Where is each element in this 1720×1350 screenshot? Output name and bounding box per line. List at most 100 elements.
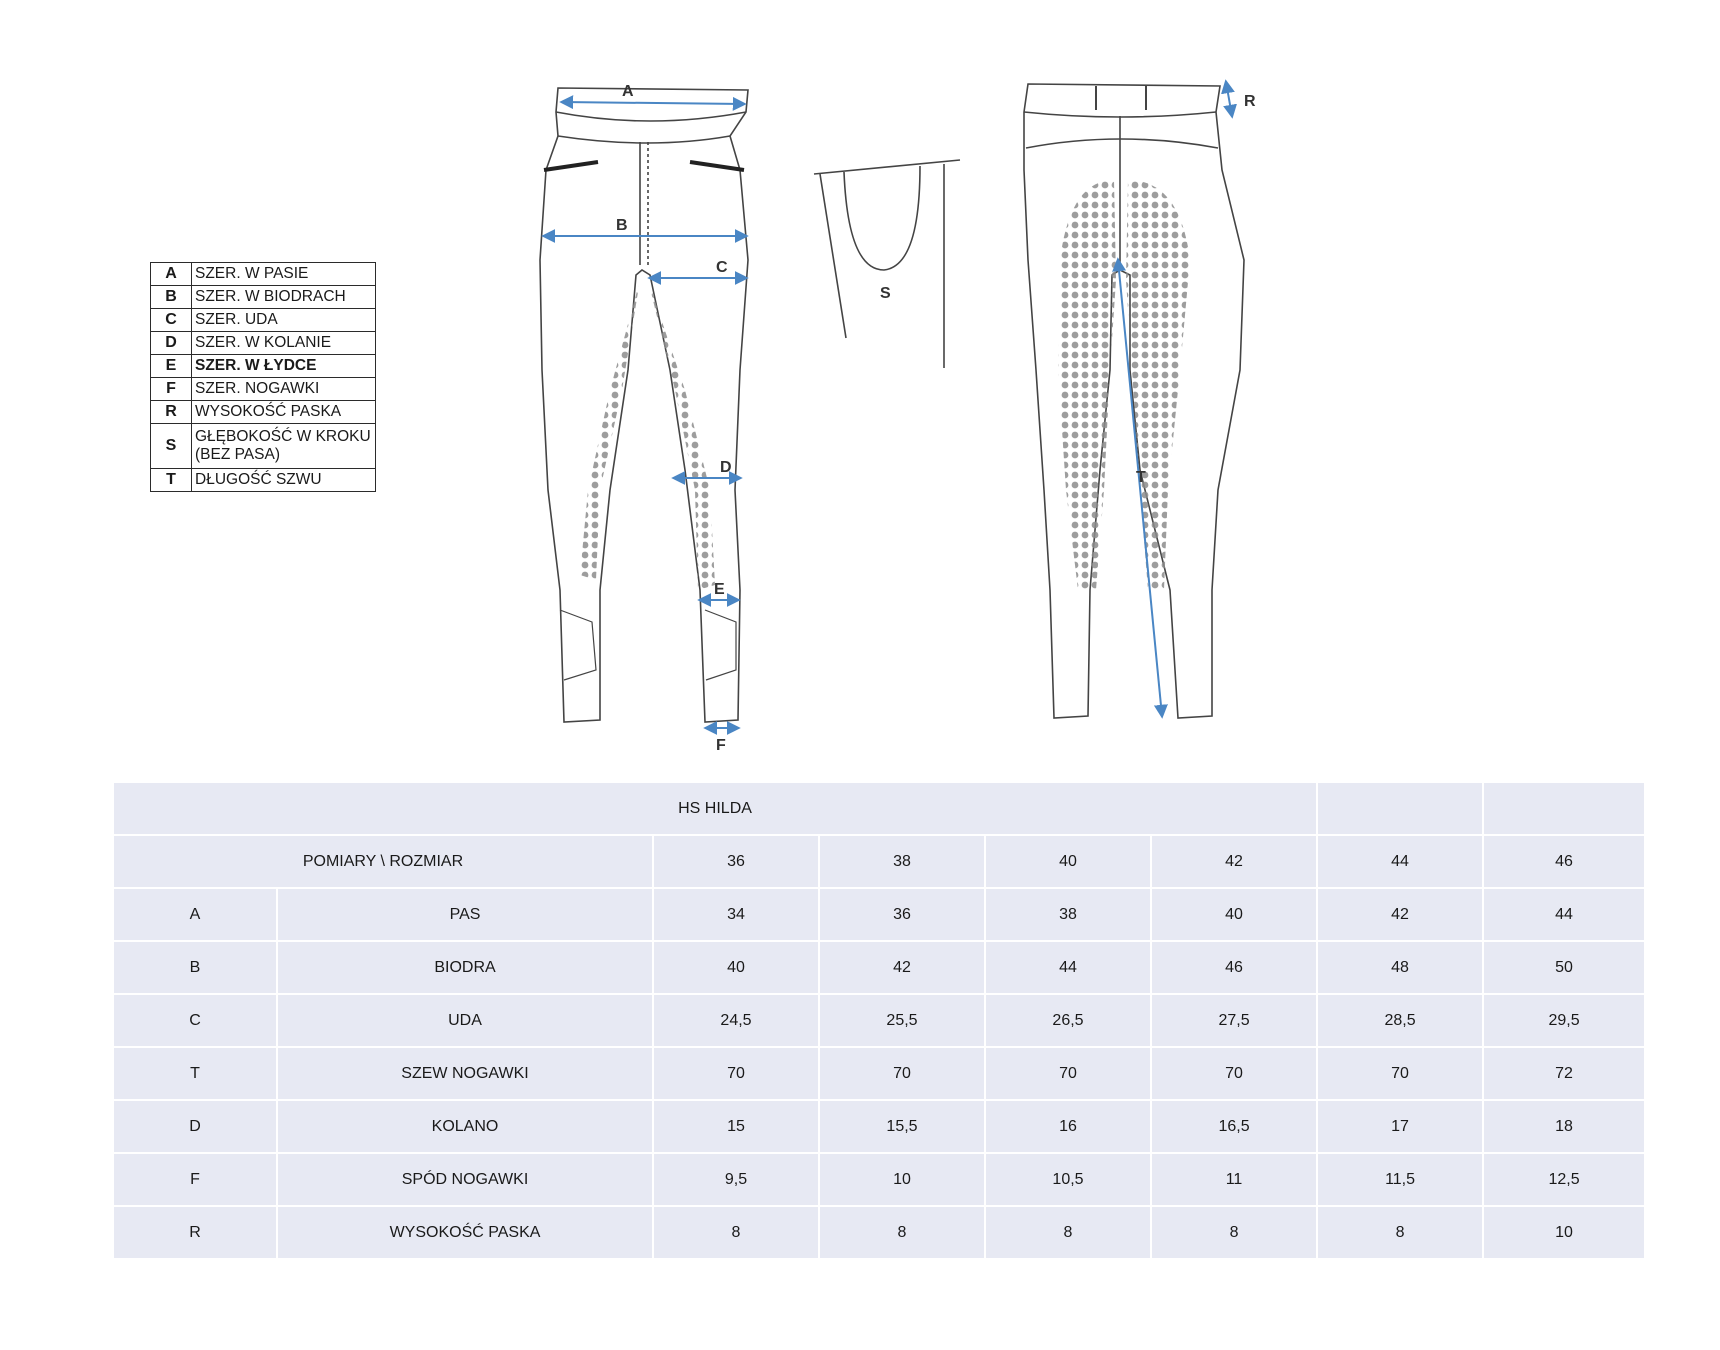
value-cell: 70 <box>1316 1046 1485 1101</box>
label-s: S <box>880 285 891 302</box>
value-cell: 44 <box>1482 887 1647 942</box>
value-cell: 24,5 <box>652 993 820 1048</box>
table-row: B BIODRA 40 42 44 46 48 50 <box>112 940 1647 995</box>
value-cell: 42 <box>1316 887 1485 942</box>
legend-label: SZER. W PASIE <box>191 262 376 286</box>
row-code: R <box>112 1205 278 1260</box>
row-name: KOLANO <box>276 1099 654 1154</box>
value-cell: 15 <box>652 1099 820 1154</box>
label-c: C <box>716 259 728 276</box>
table-row: A PAS 34 36 38 40 42 44 <box>112 887 1647 942</box>
legend-code: R <box>150 400 192 424</box>
size-header: 46 <box>1482 834 1647 889</box>
size-header: 36 <box>652 834 820 889</box>
value-cell: 27,5 <box>1149 993 1319 1048</box>
table-cell <box>1316 781 1485 836</box>
row-name: PAS <box>276 887 654 942</box>
row-code: C <box>112 993 278 1048</box>
value-cell: 10 <box>1482 1205 1647 1260</box>
legend-label: DŁUGOŚĆ SZWU <box>191 468 376 492</box>
value-cell: 29,5 <box>1482 993 1647 1048</box>
row-name: BIODRA <box>276 940 654 995</box>
value-cell: 8 <box>1316 1205 1485 1260</box>
value-cell: 9,5 <box>652 1152 820 1207</box>
back-view <box>1023 83 1245 719</box>
table-row: D KOLANO 15 15,5 16 16,5 17 18 <box>112 1099 1647 1154</box>
row-code: T <box>112 1046 278 1101</box>
row-name: WYSOKOŚĆ PASKA <box>276 1205 654 1260</box>
table-title-row: HS HILDA <box>111 781 1647 836</box>
legend-label: GŁĘBOKOŚĆ W KROKU (BEZ PASA) <box>191 423 376 469</box>
legend-code: B <box>150 285 192 309</box>
value-cell: 16,5 <box>1149 1099 1319 1154</box>
row-code: D <box>112 1099 278 1154</box>
value-cell: 42 <box>818 940 986 995</box>
value-cell: 11,5 <box>1316 1152 1485 1207</box>
value-cell: 10 <box>818 1152 986 1207</box>
front-view <box>539 87 749 723</box>
size-header: 44 <box>1316 834 1485 889</box>
legend-code: C <box>150 308 192 332</box>
row-name: UDA <box>276 993 654 1048</box>
value-cell: 50 <box>1482 940 1647 995</box>
value-cell: 72 <box>1482 1046 1647 1101</box>
row-name: SPÓD NOGAWKI <box>276 1152 654 1207</box>
value-cell: 70 <box>652 1046 820 1101</box>
legend-label: SZER. W ŁYDCE <box>191 354 376 378</box>
value-cell: 10,5 <box>984 1152 1152 1207</box>
front-grip-left <box>580 280 640 580</box>
label-d: D <box>720 459 732 476</box>
value-cell: 8 <box>652 1205 820 1260</box>
legend-code: S <box>150 423 192 469</box>
back-grip-left <box>1058 180 1116 590</box>
row-code: B <box>112 940 278 995</box>
size-chart-table: HS HILDA POMIARY \ ROZMIAR 36 38 40 42 4… <box>111 781 1647 1260</box>
value-cell: 8 <box>984 1205 1152 1260</box>
value-cell: 70 <box>984 1046 1152 1101</box>
value-cell: 48 <box>1316 940 1485 995</box>
header-label: POMIARY \ ROZMIAR <box>112 834 654 889</box>
crotch-detail <box>813 159 961 368</box>
legend-label: SZER. UDA <box>191 308 376 332</box>
value-cell: 38 <box>984 887 1152 942</box>
value-cell: 28,5 <box>1316 993 1485 1048</box>
table-header-row: POMIARY \ ROZMIAR 36 38 40 42 44 46 <box>112 834 1647 889</box>
value-cell: 34 <box>652 887 820 942</box>
value-cell: 26,5 <box>984 993 1152 1048</box>
size-header: 40 <box>984 834 1152 889</box>
value-cell: 8 <box>1149 1205 1319 1260</box>
size-header: 42 <box>1149 834 1319 889</box>
value-cell: 18 <box>1482 1099 1647 1154</box>
breeches-technical-drawing: A B C D E F S T R <box>539 79 1256 754</box>
legend-code: T <box>150 468 192 492</box>
row-code: A <box>112 887 278 942</box>
value-cell: 36 <box>818 887 986 942</box>
value-cell: 40 <box>652 940 820 995</box>
value-cell: 8 <box>818 1205 986 1260</box>
size-header: 38 <box>818 834 986 889</box>
legend-code: A <box>150 262 192 286</box>
back-measure-arrows <box>1112 79 1237 719</box>
legend-label: SZER. NOGAWKI <box>191 377 376 401</box>
back-grip-right <box>1126 180 1190 590</box>
value-cell: 46 <box>1149 940 1319 995</box>
value-cell: 16 <box>984 1099 1152 1154</box>
row-name: SZEW NOGAWKI <box>276 1046 654 1101</box>
label-f: F <box>716 737 726 754</box>
label-b: B <box>616 217 628 234</box>
label-r: R <box>1244 93 1256 110</box>
value-cell: 70 <box>818 1046 986 1101</box>
value-cell: 11 <box>1149 1152 1319 1207</box>
legend-label: WYSOKOŚĆ PASKA <box>191 400 376 424</box>
label-a: A <box>622 83 634 100</box>
label-e: E <box>714 581 725 598</box>
